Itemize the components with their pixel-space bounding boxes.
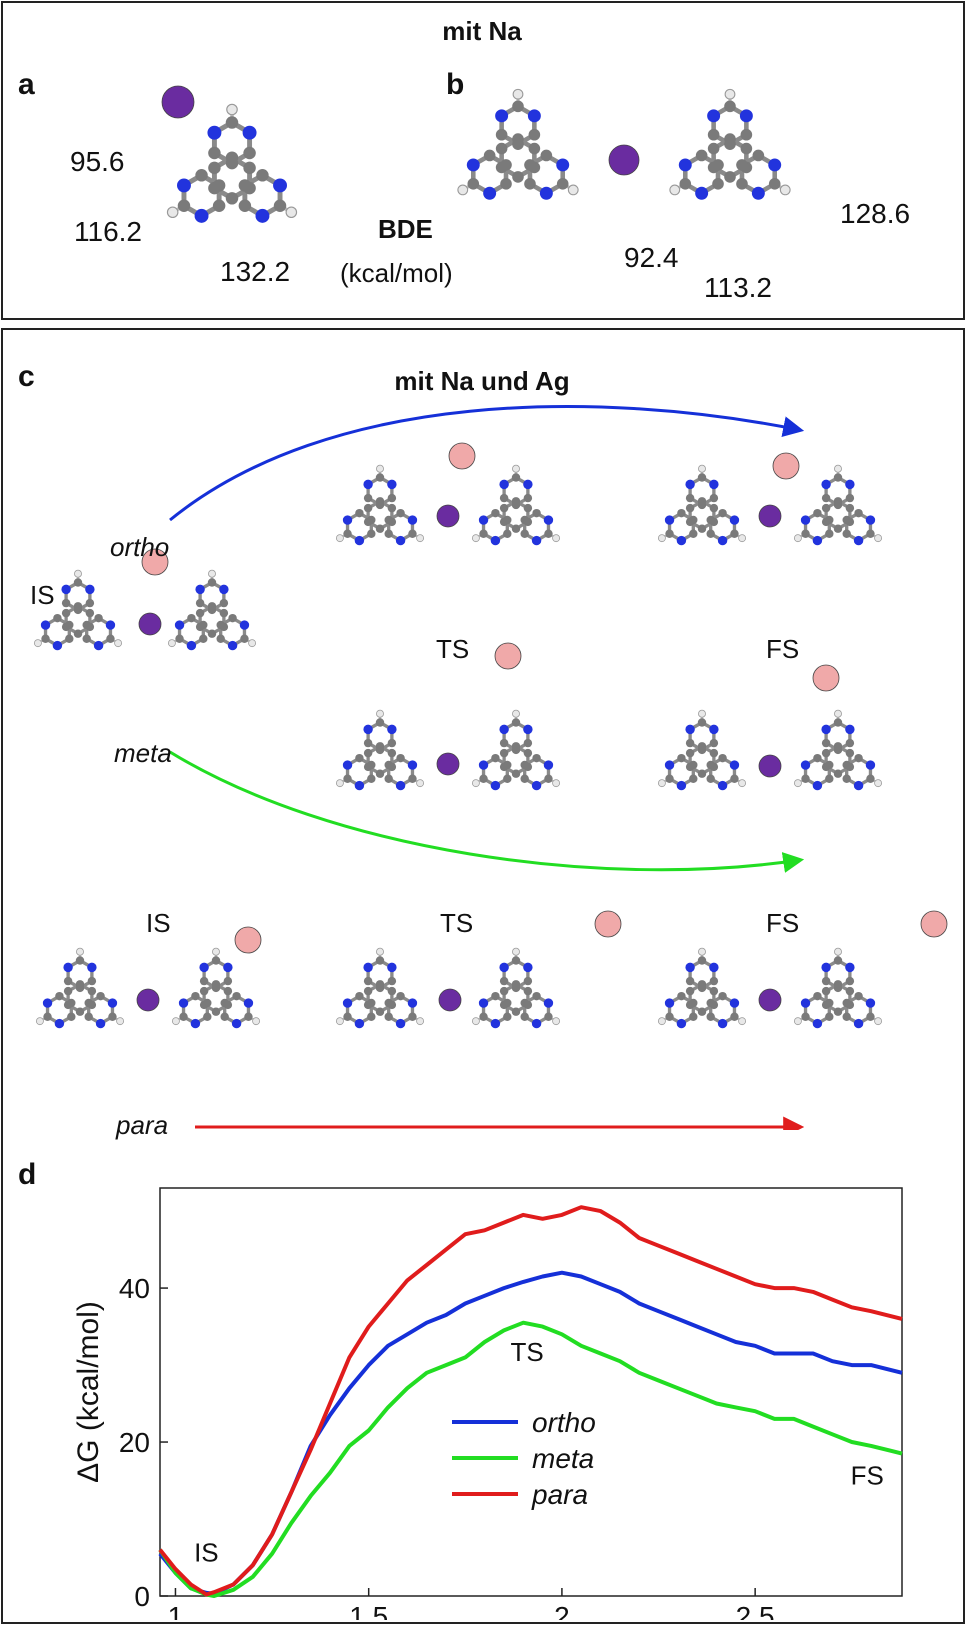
sodium-atom bbox=[608, 144, 640, 176]
ortho-path-label: ortho bbox=[110, 532, 170, 562]
x-tick-label: 1.5 bbox=[349, 1601, 388, 1620]
series-line-ortho bbox=[158, 1270, 903, 1596]
bde-b-para: 128.6 bbox=[840, 198, 911, 229]
molecule bbox=[793, 709, 883, 791]
ts-label-upper: TS bbox=[436, 634, 470, 664]
meta-path-label: meta bbox=[114, 738, 172, 768]
silver-atom bbox=[812, 664, 840, 692]
molecule-b-structure bbox=[457, 88, 791, 200]
molecule bbox=[657, 709, 747, 791]
y-axis-label: ΔG (kcal/mol) bbox=[72, 1301, 105, 1483]
molecule-a-structure bbox=[161, 85, 298, 223]
silver-atom bbox=[494, 642, 522, 670]
panel-ab-header: mit Na bbox=[442, 16, 522, 46]
annotation-fs: FS bbox=[851, 1460, 884, 1490]
molecule bbox=[167, 569, 257, 651]
y-tick-label: 20 bbox=[119, 1427, 150, 1458]
molecule bbox=[335, 947, 425, 1029]
annotation-ts: TS bbox=[511, 1337, 544, 1367]
y-tick-label: 0 bbox=[134, 1581, 150, 1612]
x-tick-label: 1 bbox=[168, 1601, 184, 1620]
molecule bbox=[669, 88, 791, 200]
silver-atom bbox=[772, 452, 800, 480]
bde-b-meta: 113.2 bbox=[704, 272, 772, 303]
panel-d-label: d bbox=[18, 1158, 37, 1191]
silver-atom bbox=[594, 910, 622, 938]
sodium-atom bbox=[758, 988, 782, 1012]
annotation-is: IS bbox=[194, 1537, 219, 1567]
bde-b-ortho: 92.4 bbox=[624, 242, 679, 273]
molecule bbox=[471, 947, 561, 1029]
para-path-label: para bbox=[116, 1110, 169, 1140]
bde-title: BDE bbox=[378, 214, 433, 244]
molecule bbox=[471, 464, 561, 546]
molecule bbox=[35, 947, 125, 1029]
molecule bbox=[657, 947, 747, 1029]
para-ts-label: TS bbox=[440, 908, 474, 938]
reaction-scheme bbox=[33, 405, 948, 1130]
sodium-atom bbox=[436, 504, 460, 528]
panel-a-label: a bbox=[18, 68, 35, 101]
y-tick-label: 40 bbox=[119, 1273, 150, 1304]
silver-atom bbox=[141, 548, 169, 576]
sodium-atom bbox=[438, 988, 462, 1012]
molecule bbox=[793, 464, 883, 546]
molecule bbox=[171, 947, 261, 1029]
para-is-label: IS bbox=[146, 908, 171, 938]
panel-c-label: c bbox=[18, 360, 35, 393]
series-line-meta bbox=[158, 1320, 903, 1598]
molecule bbox=[793, 947, 883, 1029]
series-line-para bbox=[158, 1205, 903, 1597]
sodium-atom bbox=[436, 752, 460, 776]
ortho-arrow bbox=[169, 405, 805, 522]
para-fs-label: FS bbox=[766, 908, 800, 938]
bde-a-ortho: 95.6 bbox=[70, 146, 125, 177]
bde-a-meta: 116.2 bbox=[74, 216, 142, 247]
sodium-atom bbox=[136, 988, 160, 1012]
silver-atom bbox=[234, 926, 262, 954]
panel-cd-frame bbox=[1, 328, 965, 1624]
x-tick-label: 2 bbox=[554, 1601, 570, 1620]
bde-unit: (kcal/mol) bbox=[340, 258, 453, 288]
sodium-atom bbox=[138, 612, 162, 636]
legend-label-meta: meta bbox=[532, 1443, 594, 1474]
panel-ab-frame bbox=[1, 1, 965, 320]
molecule bbox=[335, 464, 425, 546]
ortho-is-label: IS bbox=[30, 580, 55, 610]
legend-label-ortho: ortho bbox=[532, 1407, 596, 1438]
plot-frame bbox=[159, 1187, 903, 1597]
silver-atom bbox=[448, 442, 476, 470]
scheme-molecules bbox=[33, 442, 948, 1029]
silver-atom bbox=[920, 910, 948, 938]
fs-label-upper: FS bbox=[766, 634, 800, 664]
molecule bbox=[471, 709, 561, 791]
molecule-a bbox=[161, 85, 791, 223]
sodium-atom bbox=[758, 754, 782, 778]
bde-a-para: 132.2 bbox=[220, 256, 291, 287]
sodium-atom bbox=[161, 85, 195, 119]
panel-c-header: mit Na und Ag bbox=[394, 366, 570, 396]
molecule bbox=[33, 569, 123, 651]
molecule bbox=[457, 88, 579, 200]
molecule bbox=[657, 464, 747, 546]
molecule bbox=[166, 103, 298, 223]
panel-b-label: b bbox=[446, 68, 465, 101]
meta-arrow bbox=[169, 750, 805, 873]
legend-label-para: para bbox=[531, 1479, 588, 1510]
x-tick-label: 2.5 bbox=[736, 1601, 775, 1620]
sodium-atom bbox=[758, 504, 782, 528]
molecule bbox=[335, 709, 425, 791]
